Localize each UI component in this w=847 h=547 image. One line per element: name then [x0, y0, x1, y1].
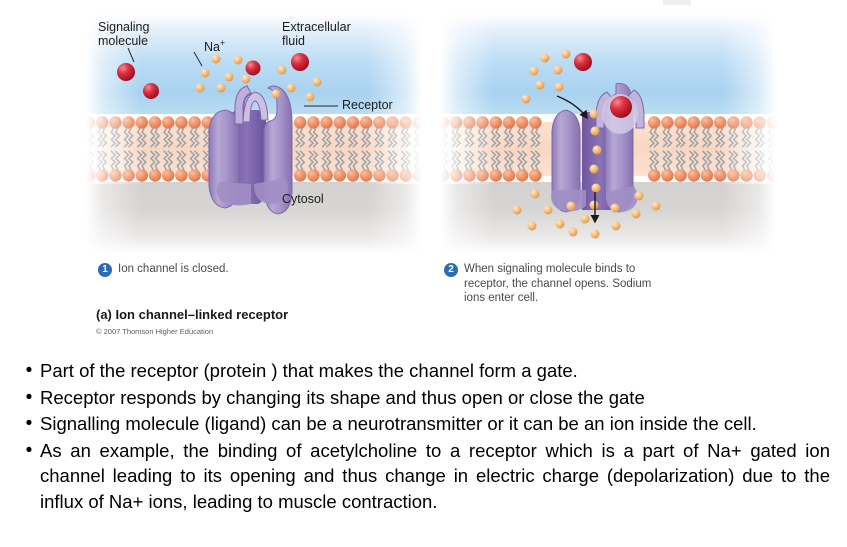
top-edge-artifact	[663, 0, 691, 5]
label-sodium-ion-text: Na	[204, 40, 220, 55]
molecules-layer-a	[117, 47, 338, 107]
label-sodium-ion-charge: +	[219, 38, 226, 48]
caption-step-1: 1 Ion channel is closed.	[98, 262, 398, 277]
bullet-marker: •	[25, 386, 33, 408]
label-cytosol: Cytosol	[282, 192, 324, 206]
bullet-text: Receptor responds by changing its shape …	[40, 386, 645, 408]
leader-line-signaling-molecule	[127, 47, 135, 63]
bullet-list: • Part of the receptor (protein ) that m…	[18, 358, 830, 515]
bullet-text: Signalling molecule (ligand) can be a ne…	[40, 413, 757, 434]
bullet-item: • Signalling molecule (ligand) can be a …	[18, 411, 830, 437]
bullet-marker: •	[25, 360, 33, 381]
figure-copyright: © 2007 Thomson Higher Education	[96, 327, 214, 336]
bullet-item: • Receptor responds by changing its shap…	[18, 385, 830, 411]
bullet-item: • As an example, the binding of acetylch…	[18, 438, 830, 515]
receptor-protein-closed	[208, 85, 293, 215]
leader-line-sodium	[193, 51, 203, 67]
membrane-bilayer-a	[86, 114, 422, 184]
bullet-item: • Part of the receptor (protein ) that m…	[18, 358, 830, 384]
step-badge-1: 1	[98, 263, 112, 277]
step-badge-2: 2	[444, 263, 458, 277]
label-signaling-molecule: Signaling molecule	[98, 20, 150, 48]
arrow-ion-entry	[556, 95, 588, 120]
caption-step-2: 2 When signaling molecule binds to recep…	[444, 262, 734, 306]
caption-step-1-text: Ion channel is closed.	[118, 263, 229, 275]
bullet-text: As an example, the binding of acetylchol…	[40, 439, 830, 512]
bullet-marker: •	[25, 439, 33, 461]
bullet-text: Part of the receptor (protein ) that mak…	[40, 360, 578, 381]
panel-closed-channel: Signaling molecule Na+ Extracellular flu…	[86, 14, 422, 254]
label-sodium-ion: Na+	[204, 36, 225, 54]
figure-part-title: (a) Ion channel–linked receptor	[96, 307, 289, 322]
ion-channel-receptor-figure: Signaling molecule Na+ Extracellular flu…	[86, 14, 776, 339]
caption-step-2-text: When signaling molecule binds to recepto…	[464, 263, 652, 304]
panel-open-channel	[440, 14, 776, 254]
bullet-marker: •	[25, 413, 33, 434]
molecules-layer-b	[512, 49, 661, 239]
label-receptor: Receptor	[342, 98, 393, 112]
label-extracellular-fluid: Extracellular fluid	[282, 20, 351, 48]
